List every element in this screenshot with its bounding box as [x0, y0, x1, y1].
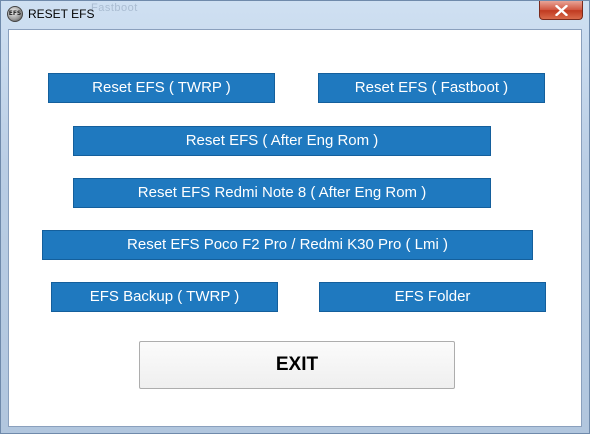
- window-title: RESET EFS: [28, 7, 95, 21]
- client-area: Reset EFS ( TWRP ) Reset EFS ( Fastboot …: [8, 29, 582, 427]
- reset-efs-redmi-note8-button[interactable]: Reset EFS Redmi Note 8 ( After Eng Rom ): [73, 178, 491, 208]
- exit-button[interactable]: EXIT: [139, 341, 455, 389]
- app-icon: EFS: [7, 6, 23, 22]
- title-bar[interactable]: EFS RESET EFS Fastboot: [1, 1, 589, 28]
- close-button[interactable]: [539, 1, 583, 20]
- reset-efs-after-eng-rom-button[interactable]: Reset EFS ( After Eng Rom ): [73, 126, 491, 156]
- background-window-title: Fastboot: [91, 2, 138, 14]
- efs-backup-twrp-button[interactable]: EFS Backup ( TWRP ): [51, 282, 278, 312]
- efs-folder-button[interactable]: EFS Folder: [319, 282, 546, 312]
- reset-efs-poco-f2-pro-button[interactable]: Reset EFS Poco F2 Pro / Redmi K30 Pro ( …: [42, 230, 533, 260]
- reset-efs-fastboot-button[interactable]: Reset EFS ( Fastboot ): [318, 73, 545, 103]
- close-icon: [555, 5, 568, 16]
- reset-efs-twrp-button[interactable]: Reset EFS ( TWRP ): [48, 73, 275, 103]
